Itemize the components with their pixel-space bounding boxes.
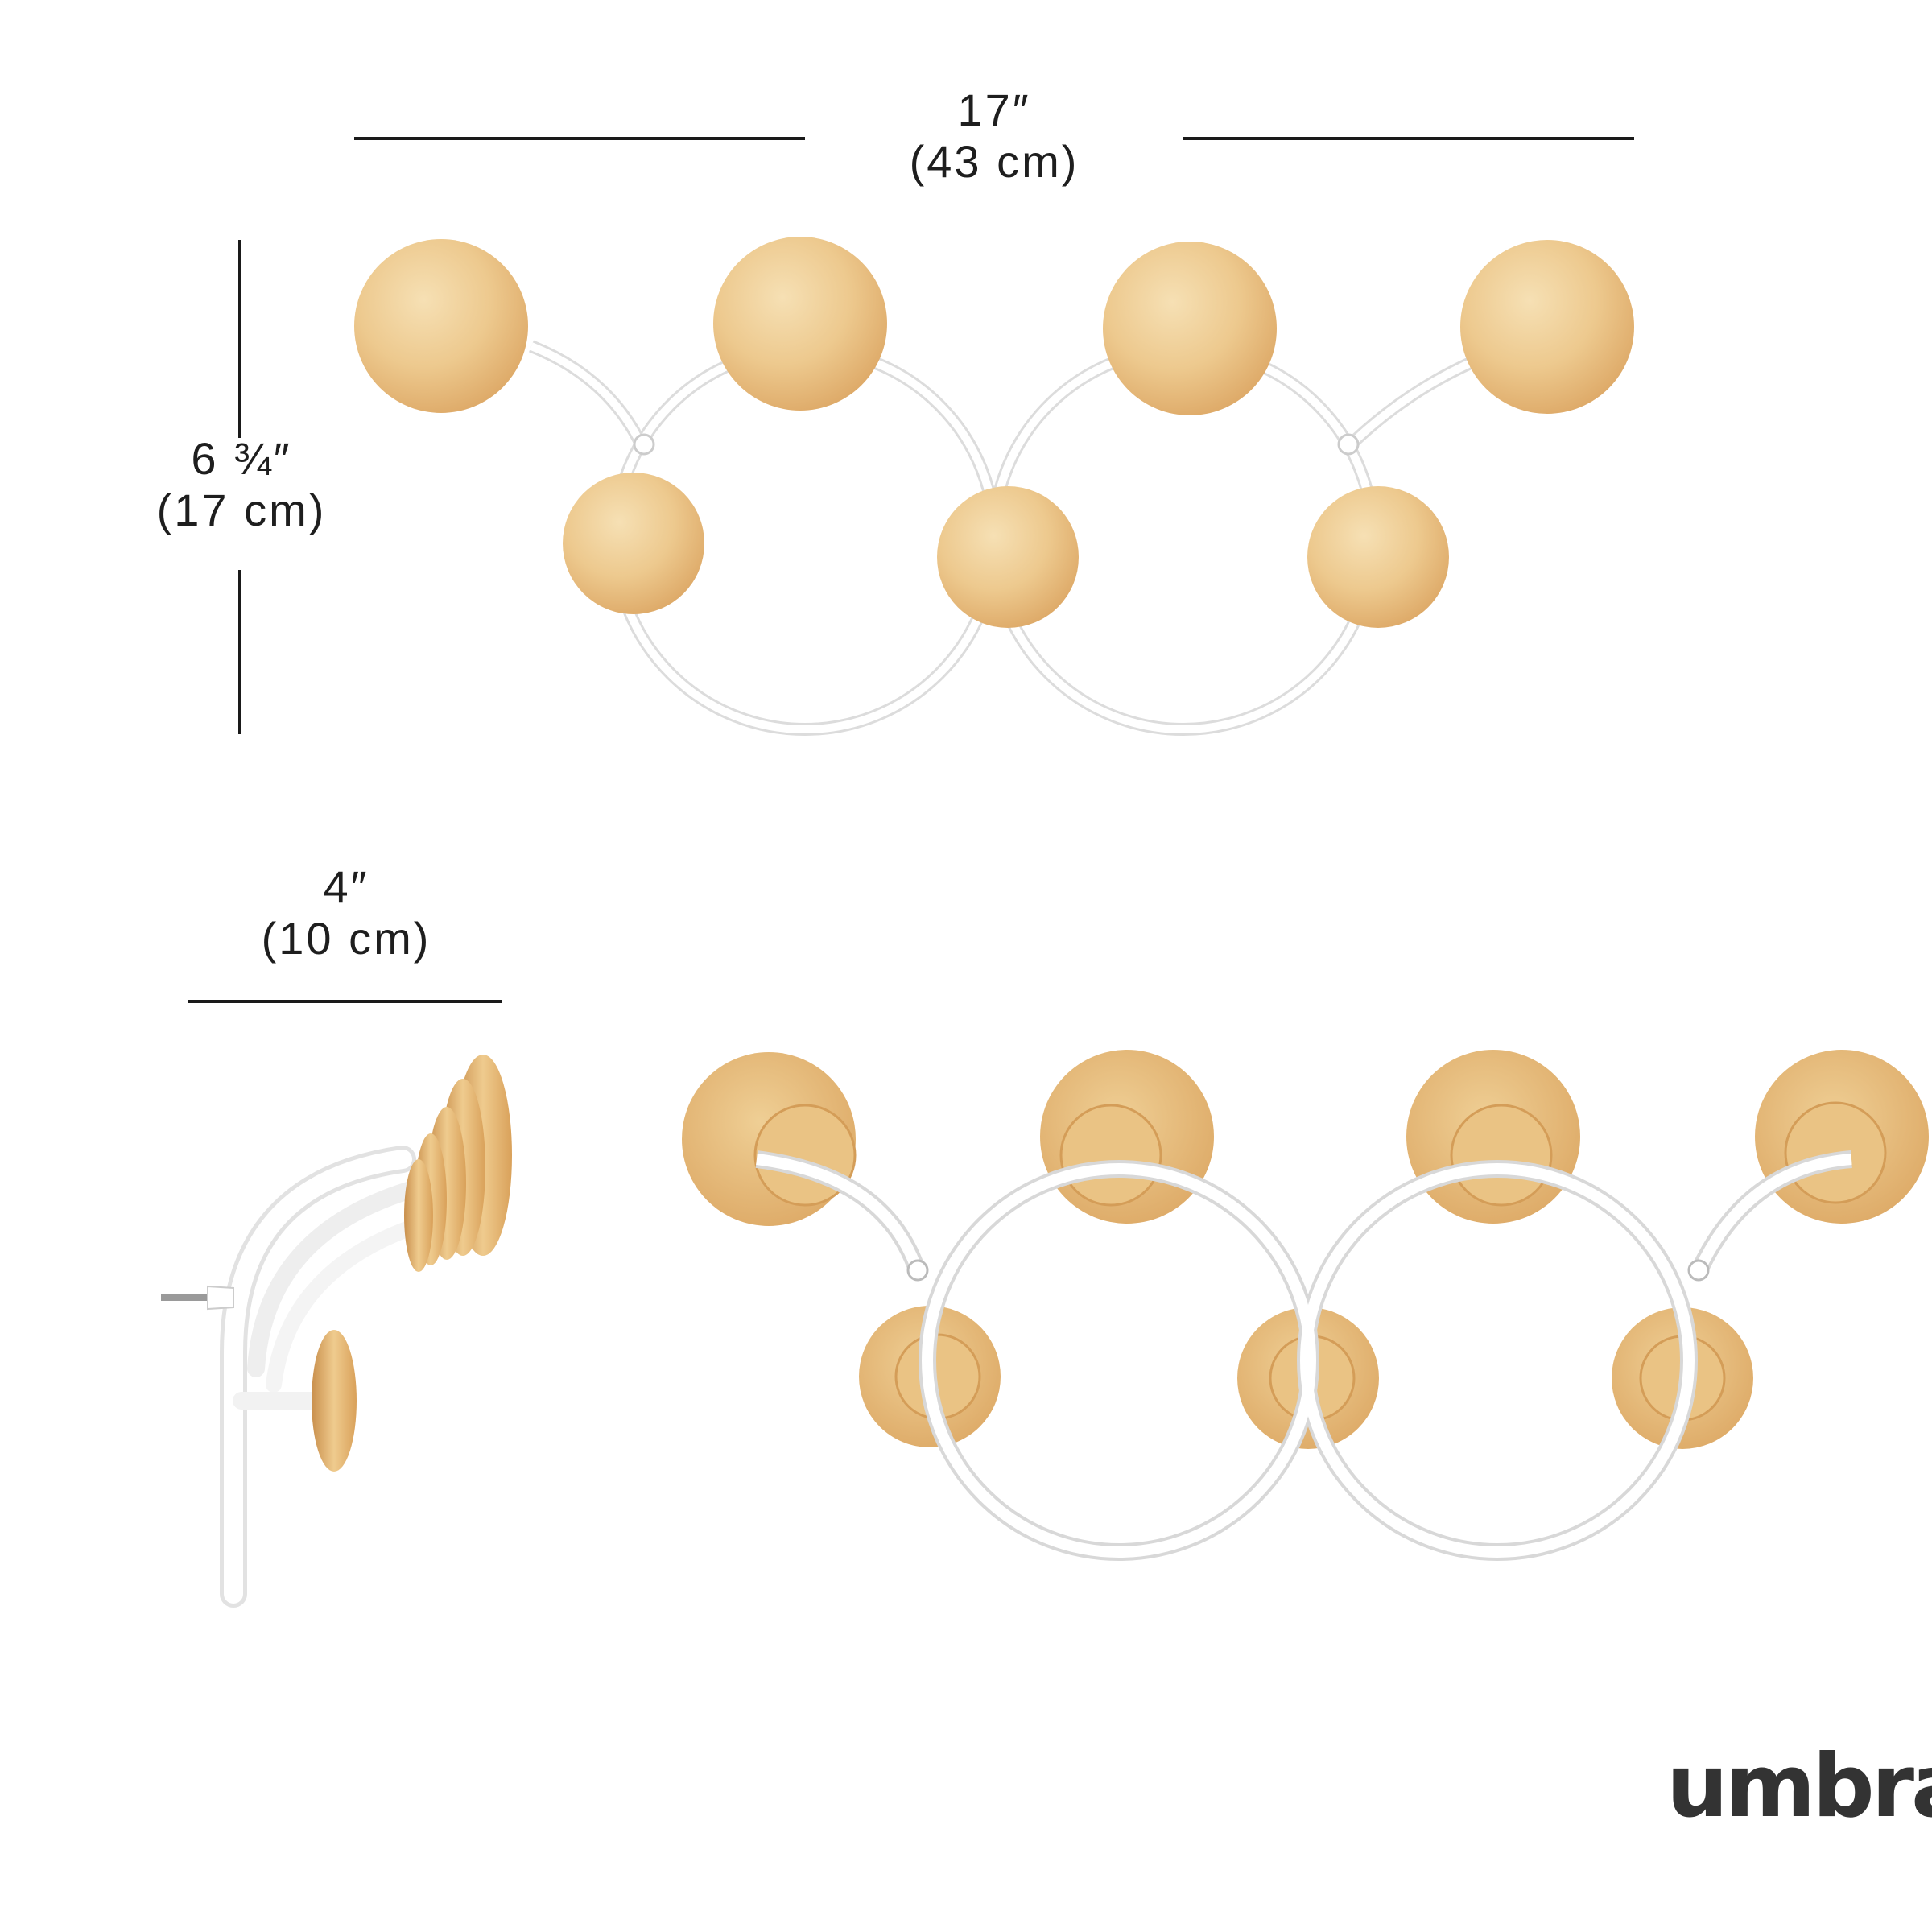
- depth-dimension-label: 4″ (10 cm): [201, 861, 491, 964]
- side-knob-disc-5: [404, 1159, 433, 1272]
- back-view: [682, 1050, 1929, 1561]
- width-dimension-label: 17″ (43 cm): [833, 85, 1155, 188]
- screw-icon: [633, 433, 655, 456]
- front-view: [354, 237, 1634, 736]
- knob-small-3: [1307, 486, 1449, 628]
- depth-metric: (10 cm): [261, 913, 431, 964]
- width-imperial: 17″: [957, 85, 1031, 135]
- depth-imperial: 4″: [323, 861, 369, 912]
- knob-small-1: [563, 473, 704, 614]
- width-dimension-line-left: [354, 137, 805, 140]
- height-metric: (17 cm): [156, 485, 327, 535]
- knob-large-4: [1460, 240, 1634, 414]
- height-dimension-label: 6 ¾″ (17 cm): [97, 433, 386, 536]
- back-view-rings: [756, 1154, 1852, 1558]
- knob-small-2: [937, 486, 1079, 628]
- screw-icon: [1337, 433, 1360, 456]
- screw-icon: [906, 1259, 929, 1282]
- screw-icon: [1687, 1259, 1710, 1282]
- knob-large-1: [354, 239, 528, 413]
- width-metric: (43 cm): [909, 136, 1080, 187]
- height-dimension-line-bottom: [238, 570, 242, 734]
- side-view: [161, 1055, 512, 1608]
- knob-large-2: [713, 237, 887, 411]
- side-knob-lower: [312, 1330, 357, 1472]
- depth-dimension-line: [188, 1000, 502, 1003]
- height-imperial: 6 ¾″: [191, 433, 292, 484]
- brand-logo: umbra: [1666, 1736, 1932, 1837]
- width-dimension-line-right: [1183, 137, 1634, 140]
- height-dimension-line-top: [238, 240, 242, 438]
- knob-large-3: [1103, 242, 1277, 415]
